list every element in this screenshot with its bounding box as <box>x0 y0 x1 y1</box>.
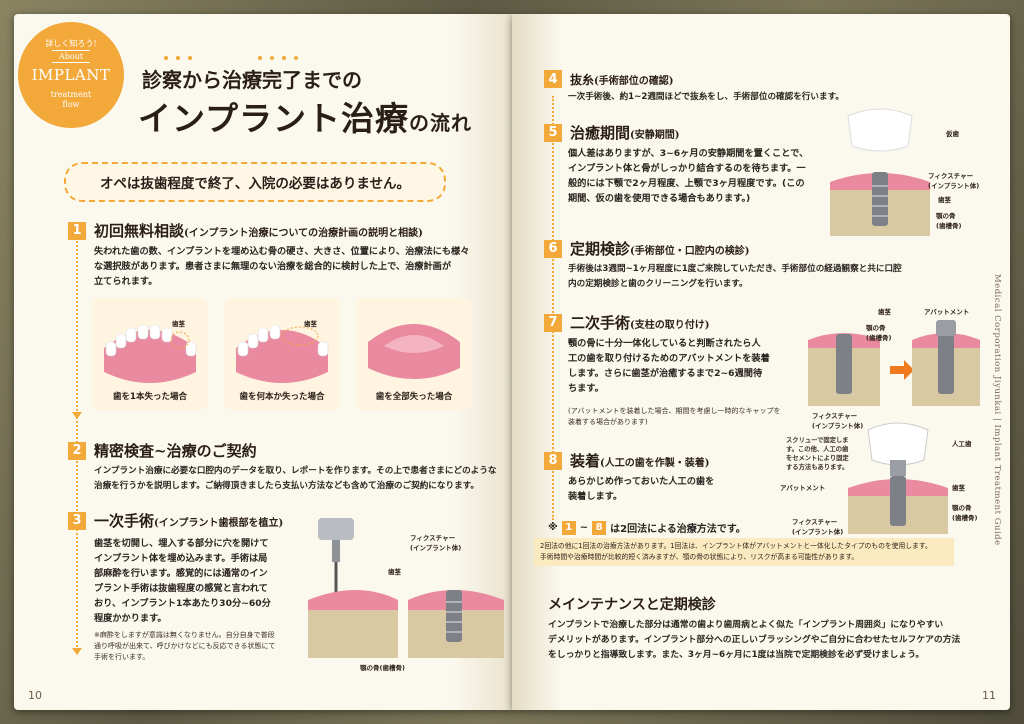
step-8-number: 8 <box>544 451 562 470</box>
step-7-text: 顎の骨に十分一体化していると判断されたら人工の歯を取り付けるためのアバットメント… <box>568 338 770 394</box>
two-stage-note: ※ 1 ~ 8 は2回法による治療方法です。 <box>548 520 746 535</box>
step-7-header: 7 二次手術(支柱の取り付け) <box>544 312 709 333</box>
step-8-fixture-label: フィクスチャー <box>792 518 838 526</box>
step-3-title: 一次手術(インプラント歯根部を植立) <box>94 512 284 530</box>
page-number-left: 10 <box>28 689 42 702</box>
step-5-bone-label: 顎の骨 <box>936 212 956 220</box>
card-several-teeth-lost: 歯茎 歯を何本か失った場合 <box>224 298 340 410</box>
step-1-text: 失われた歯の数、インプラントを埋め込む骨の硬さ、大きさ、位置により、治療法にも様… <box>94 246 470 287</box>
badge-about: About <box>52 50 90 63</box>
step-7-title: 二次手術(支柱の取り付け) <box>570 314 710 332</box>
crown-placement-illustration <box>848 422 948 534</box>
card-2-gum-label: 歯茎 <box>304 320 317 328</box>
maintenance-title: メインテナンスと定期検診 <box>548 597 716 613</box>
fixture-sub-label: (インプラント体) <box>410 544 462 552</box>
screw-note: スクリューで固定します。この他、人工の歯をセメントにより固定する方法もあります。 <box>786 437 849 471</box>
card-1-caption: 歯を1本失った場合 <box>113 392 187 402</box>
step-7-abutment-label: アバットメント <box>924 308 970 316</box>
step-8-gum-label: 歯茎 <box>952 484 965 492</box>
step-5-number: 5 <box>544 123 562 142</box>
step-5-header: 5 治癒期間(安静期間) <box>544 122 679 143</box>
step-6-number: 6 <box>544 239 562 258</box>
badge-implant: IMPLANT <box>31 66 111 84</box>
step-7-gum-label: 歯茎 <box>878 308 891 316</box>
temp-tooth-label: 仮歯 <box>946 130 959 138</box>
step-8-header: 8 装着(人工の歯を作製・装着) <box>544 450 709 471</box>
card-3-caption: 歯を全部失った場合 <box>375 392 453 402</box>
card-1-gum-label: 歯茎 <box>172 320 185 328</box>
step-7-bone-sub-label: (歯槽骨) <box>866 334 892 342</box>
step-4-number: 4 <box>544 70 562 88</box>
step-8-text: あらかじめ作っておいた人工の歯を装着します。 <box>568 476 715 502</box>
card-one-tooth-lost: 歯茎 歯を1本失った場合 <box>92 298 208 410</box>
artificial-tooth-label: 人工歯 <box>952 440 972 448</box>
step-6-title: 定期検診(手術部位・口腔内の検診) <box>570 240 750 258</box>
maintenance-text: インプラントで治療した部分は通常の歯より歯周病とよく似た「インプラント周囲炎」に… <box>548 620 961 660</box>
title-dots-2 <box>258 56 298 62</box>
card-2-caption: 歯を何本か失った場合 <box>239 392 325 402</box>
jaw-several-missing-illustration <box>236 324 329 383</box>
step-1-title: 初回無料相談(インプラント治療についての治療計画の説明と相談) <box>94 222 423 240</box>
step-5-title: 治癒期間(安静期間) <box>570 124 680 142</box>
healing-illustration <box>830 108 930 236</box>
two-stage-end: 8 <box>592 520 607 535</box>
step-5-bone-sub-label: (歯槽骨) <box>936 222 962 230</box>
title-dots <box>164 56 192 62</box>
step-7-number: 7 <box>544 313 562 332</box>
step-5-text: 個人差はありますが、3~6ヶ月の安静期間を置くことで、インプラント体と骨がしっか… <box>568 148 809 204</box>
step-4-text: 一次手術後、約1~2週間ほどで抜糸をし、手術部位の確認を行います。 <box>568 92 844 102</box>
step-4-header: 4 抜糸(手術部位の確認) <box>544 70 673 88</box>
step-1-number: 1 <box>68 221 86 240</box>
second-surgery-illustration <box>808 320 980 406</box>
no-hospitalization-banner: オペは抜歯程度で終了、入院の必要はありません。 <box>64 162 446 202</box>
step-5-gum-label: 歯茎 <box>938 196 951 204</box>
step-6-header: 6 定期検診(手術部位・口腔内の検診) <box>544 238 749 259</box>
step-8-bone-label: 顎の骨 <box>952 504 972 512</box>
card-all-teeth-lost: 歯を全部失った場合 <box>356 298 472 410</box>
jaw-all-missing-illustration <box>368 324 460 379</box>
step-7-fixture-sub-label: (インプラント体) <box>812 422 864 430</box>
flow-arrow-1 <box>72 412 82 419</box>
step-2-title: 精密検査~治療のご契約 <box>94 442 257 460</box>
page-title: インプラント治療の流れ <box>138 99 473 138</box>
jaw-one-missing-illustration <box>104 324 197 383</box>
step-7-note: (アバットメントを装着した場合、期間を考慮し一時的なキャップを装着する場合があり… <box>568 407 781 426</box>
step-2-number: 2 <box>68 441 86 460</box>
badge-caption: 詳しく知ろう! <box>45 39 97 48</box>
step-5-fixture-sub-label: (インプラント体) <box>928 182 980 190</box>
step-4-title: 抜糸(手術部位の確認) <box>570 72 674 87</box>
step-3-bone-label: 顎の骨(歯槽骨) <box>360 664 405 672</box>
step-3-text: 歯茎を切開し、埋入する部分に穴を開けてインプラント体を埋め込みます。手術は局部麻… <box>94 538 271 624</box>
flow-line <box>76 230 78 650</box>
one-stage-note-box: 2回法の他に1回法の治療方法があります。1回法は、インプラント体がアバットメント… <box>534 538 954 566</box>
side-guide-text: Medical Corporation Jiyunkai | Implant T… <box>992 274 1002 546</box>
page-subtitle: 診察から治療完了までの <box>142 68 362 92</box>
step-8-fixture-sub-label: (インプラント体) <box>792 528 844 536</box>
step-1-header: 1 初回無料相談(インプラント治療についての治療計画の説明と相談) <box>68 220 423 241</box>
step-3-gum-label: 歯茎 <box>388 568 401 576</box>
step-2-header: 2 精密検査~治療のご契約 <box>68 440 257 461</box>
step-6-text: 手術後は3週間~1ヶ月程度に1度ご来院していただき、手術部位の経過観察と共に口腔… <box>568 264 902 289</box>
step-8-bone-sub-label: (歯槽骨) <box>952 514 978 522</box>
fixture-label: フィクスチャー <box>410 534 456 542</box>
step-3-number: 3 <box>68 511 86 530</box>
first-surgery-illustration <box>308 518 504 658</box>
page-number-right: 11 <box>982 689 996 702</box>
step-2-text: インプラント治療に必要な口腔内のデータを取り、レポートを作ります。その上で患者さ… <box>94 466 497 491</box>
step-8-abutment-label: アバットメント <box>780 484 826 492</box>
right-page: 4 抜糸(手術部位の確認) 一次手術後、約1~2週間ほどで抜糸をし、手術部位の確… <box>512 14 1010 710</box>
step-7-bone-label: 顎の骨 <box>866 324 886 332</box>
step-8-title: 装着(人工の歯を作製・装着) <box>570 452 710 470</box>
step-3-note: ※麻酔をしますが意識は無くなりません。自分自身で普段通り呼吸が出来て、呼びかけな… <box>94 631 276 661</box>
flow-arrow-2 <box>72 648 82 655</box>
two-stage-start: 1 <box>561 520 576 535</box>
step-5-fixture-label: フィクスチャー <box>928 172 974 180</box>
step-3-header: 3 一次手術(インプラント歯根部を植立) <box>68 510 283 531</box>
flow-line-right <box>552 96 554 520</box>
step-7-fixture-label: フィクスチャー <box>812 412 858 420</box>
